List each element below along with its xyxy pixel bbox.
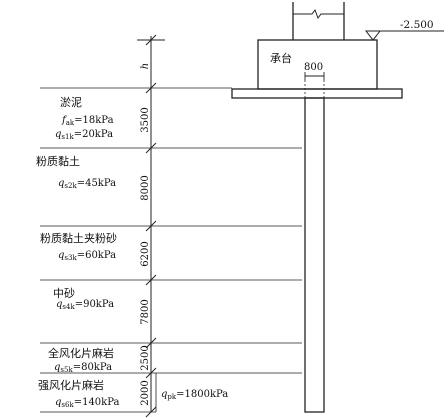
cap-label: 承台: [270, 51, 292, 65]
layer-name: 强风化片麻岩: [38, 378, 104, 392]
layer-param: fak=18kPa: [61, 115, 114, 127]
pile-diameter-dimension: [304, 72, 325, 98]
layer-param: qs1k=20kPa: [55, 129, 113, 141]
dimension-ticks: [145, 34, 157, 418]
layer-param: qs2k=45kPa: [58, 178, 116, 190]
elevation-marker: [364, 30, 444, 41]
thickness-label: 2500: [140, 345, 151, 370]
layer-param: qs6k=140kPa: [55, 397, 120, 409]
layer-name: 粉质黏土夹粉砂: [40, 231, 117, 245]
pile-shaft: [304, 97, 325, 413]
thickness-label: 3500: [140, 107, 151, 132]
layer-name: 淤泥: [60, 96, 82, 109]
thickness-label: 7800: [140, 299, 151, 324]
base-slab: [231, 88, 403, 99]
layer-name: 中砂: [53, 287, 75, 300]
elevation-label: -2.500: [400, 19, 434, 31]
thickness-label: 8000: [140, 175, 151, 200]
layer-param: qs3k=60kPa: [58, 250, 116, 262]
h-dimension-label: h: [140, 63, 151, 69]
column: [292, 2, 345, 40]
pile-diameter-label: 800: [304, 62, 323, 73]
layer-name: 粉质黏土: [36, 154, 80, 168]
thickness-label: 2000: [140, 380, 151, 405]
layer-boundaries: [40, 39, 302, 413]
layer-param: qs5k=80kPa: [54, 362, 112, 374]
layer-param: qs4k=90kPa: [56, 299, 114, 311]
tip-resistance-label: qpk=1800kPa: [161, 389, 228, 401]
layer-name: 全风化片麻岩: [48, 346, 114, 360]
thickness-label: 6200: [140, 241, 151, 266]
